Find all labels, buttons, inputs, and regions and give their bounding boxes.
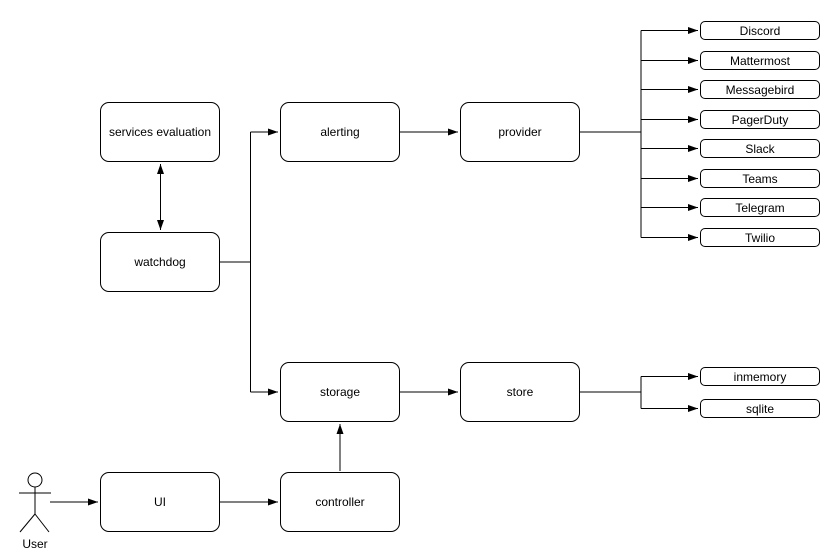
node-watchdog-label: watchdog: [134, 255, 186, 269]
node-storage: storage: [280, 362, 400, 422]
leaf-pagerduty-label: PagerDuty: [731, 112, 789, 127]
node-storage-label: storage: [319, 385, 361, 399]
node-watchdog: watchdog: [100, 232, 220, 292]
leaf-inmemory: inmemory: [700, 367, 820, 386]
leaf-pagerduty: PagerDuty: [700, 110, 820, 129]
node-controller-label: controller: [315, 495, 365, 509]
leaf-slack: Slack: [700, 139, 820, 158]
node-store-label: store: [506, 385, 534, 399]
leaf-slack-label: Slack: [745, 141, 775, 156]
user-actor-icon: [19, 472, 51, 533]
leaf-telegram-label: Telegram: [735, 200, 785, 215]
node-provider: provider: [460, 102, 580, 162]
leaf-teams-label: Teams: [742, 171, 778, 186]
leaf-messagebird-label: Messagebird: [725, 82, 795, 97]
node-alerting-label: alerting: [320, 125, 360, 139]
leaf-twilio: Twilio: [700, 228, 820, 247]
node-alerting: alerting: [280, 102, 400, 162]
leaf-messagebird: Messagebird: [700, 80, 820, 99]
node-controller: controller: [280, 472, 400, 532]
leaf-mattermost: Mattermost: [700, 51, 820, 70]
node-ui: UI: [100, 472, 220, 532]
node-services-evaluation: services evaluation: [100, 102, 220, 162]
user-actor-label: User: [22, 537, 48, 551]
leaf-twilio-label: Twilio: [744, 230, 775, 245]
leaf-telegram: Telegram: [700, 198, 820, 217]
leaf-discord-label: Discord: [739, 23, 781, 38]
node-services-evaluation-label: services evaluation: [108, 125, 212, 139]
leaf-mattermost-label: Mattermost: [729, 53, 790, 68]
node-store: store: [460, 362, 580, 422]
node-ui-label: UI: [154, 495, 166, 509]
leaf-discord: Discord: [700, 21, 820, 40]
leaf-sqlite: sqlite: [700, 399, 820, 418]
node-provider-label: provider: [498, 125, 542, 139]
leaf-teams: Teams: [700, 169, 820, 188]
leaf-inmemory-label: inmemory: [733, 369, 787, 384]
leaf-sqlite-label: sqlite: [745, 401, 774, 416]
